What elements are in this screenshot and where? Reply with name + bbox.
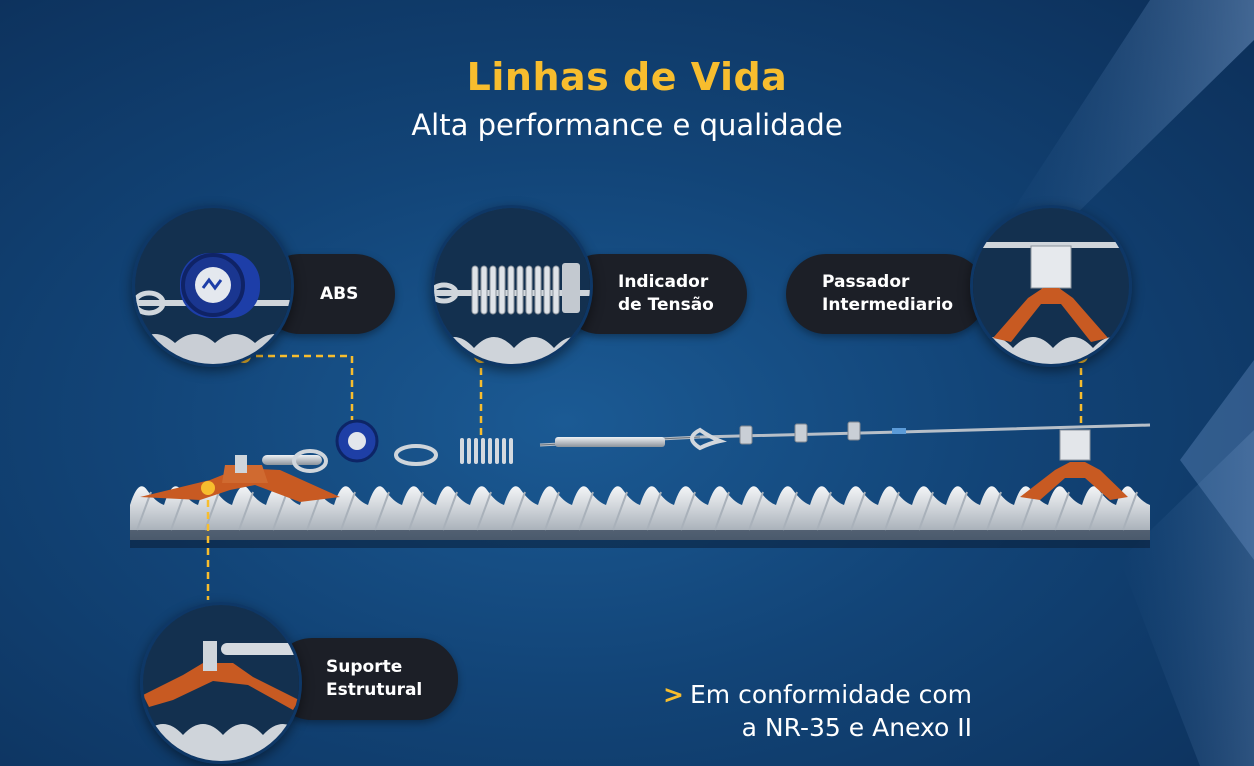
spring-coil (488, 438, 492, 464)
spring-coil-zoom (543, 265, 551, 315)
spring-coil (481, 438, 485, 464)
compliance-line1: >Em conformidade com (663, 678, 972, 711)
roof-rib (578, 491, 594, 531)
label-indicador: Indicador de Tensão (560, 254, 747, 334)
label-passador-line2: Intermediario (822, 295, 954, 315)
zoom-passador (970, 205, 1132, 367)
tension-spring (460, 438, 513, 464)
label-suporte-line2: Estrutural (326, 680, 423, 700)
roof-rib (884, 491, 900, 531)
spring-coil (495, 438, 499, 464)
zoom-indicador (431, 205, 593, 367)
roof-rib (476, 491, 492, 531)
lifeline-cable (539, 421, 1151, 451)
spring-coil (467, 438, 471, 464)
compliance-line1-text: Em conformidade com (690, 680, 972, 709)
label-passador-line1: Passador (822, 272, 910, 292)
roof-rib (340, 491, 356, 531)
roof-rib (204, 491, 220, 531)
roof-rib (782, 491, 798, 531)
spring-coil (509, 438, 513, 464)
spring-coil-zoom (489, 265, 497, 315)
corrugated-roof (130, 486, 1150, 548)
decorative-bands (1000, 0, 1254, 766)
roof-rib (136, 491, 152, 531)
roof-rib (714, 491, 730, 531)
roof-rib (442, 491, 458, 531)
roof-rib (680, 491, 696, 531)
roof-rib (238, 491, 254, 531)
label-indicador-line1: Indicador (618, 272, 709, 292)
label-passador: Passador Intermediario (786, 254, 986, 334)
roof-rib (272, 491, 288, 531)
roof-rib (850, 491, 866, 531)
label-passador-text: Passador Intermediario (822, 271, 953, 317)
roof-rib (510, 491, 526, 531)
label-suporte: Suporte Estrutural (272, 638, 458, 720)
label-abs-text: ABS (320, 283, 359, 304)
spring-coil-zoom (525, 265, 533, 315)
roof-rib (748, 491, 764, 531)
roof-rib (374, 491, 390, 531)
bracket-intermediate (1020, 429, 1128, 500)
spring-coil-zoom (516, 265, 524, 315)
roof-rib (986, 491, 1002, 531)
bracket-structural (140, 449, 340, 502)
roof-rib (612, 491, 628, 531)
compliance-line2: a NR-35 e Anexo II (741, 713, 972, 742)
spring-coil-zoom (471, 265, 479, 315)
roof-rib (1122, 491, 1138, 531)
roof-rib (1054, 491, 1070, 531)
roof-rib (918, 491, 934, 531)
spring-coil (474, 438, 478, 464)
compliance-note: >Em conformidade com a NR-35 e Anexo II (663, 678, 972, 744)
connector-lines (206, 354, 1083, 600)
roof-rib (646, 491, 662, 531)
spring-coil-zoom (552, 265, 560, 315)
spring-coil (460, 438, 464, 464)
roof-rib (408, 491, 424, 531)
spring-coil-zoom (534, 265, 542, 315)
spring-coil-zoom (507, 265, 515, 315)
roof-rib (952, 491, 968, 531)
zoom-abs (132, 205, 294, 367)
zoom-suporte (140, 602, 302, 764)
abs-device (335, 419, 438, 466)
label-suporte-text: Suporte Estrutural (326, 656, 422, 702)
arrow-icon: > (663, 680, 684, 709)
page-subtitle: Alta performance e qualidade (411, 108, 843, 142)
page-title: Linhas de Vida (466, 55, 788, 99)
roof-rib (1088, 491, 1104, 531)
roof-rib (544, 491, 560, 531)
spring-coil (502, 438, 506, 464)
label-indicador-line2: de Tensão (618, 295, 714, 315)
spring-coil-zoom (480, 265, 488, 315)
spring-coil-zoom (498, 265, 506, 315)
connector-dots (201, 349, 1088, 495)
roof-rib (816, 491, 832, 531)
label-indicador-text: Indicador de Tensão (618, 271, 714, 317)
label-suporte-line1: Suporte (326, 657, 403, 677)
